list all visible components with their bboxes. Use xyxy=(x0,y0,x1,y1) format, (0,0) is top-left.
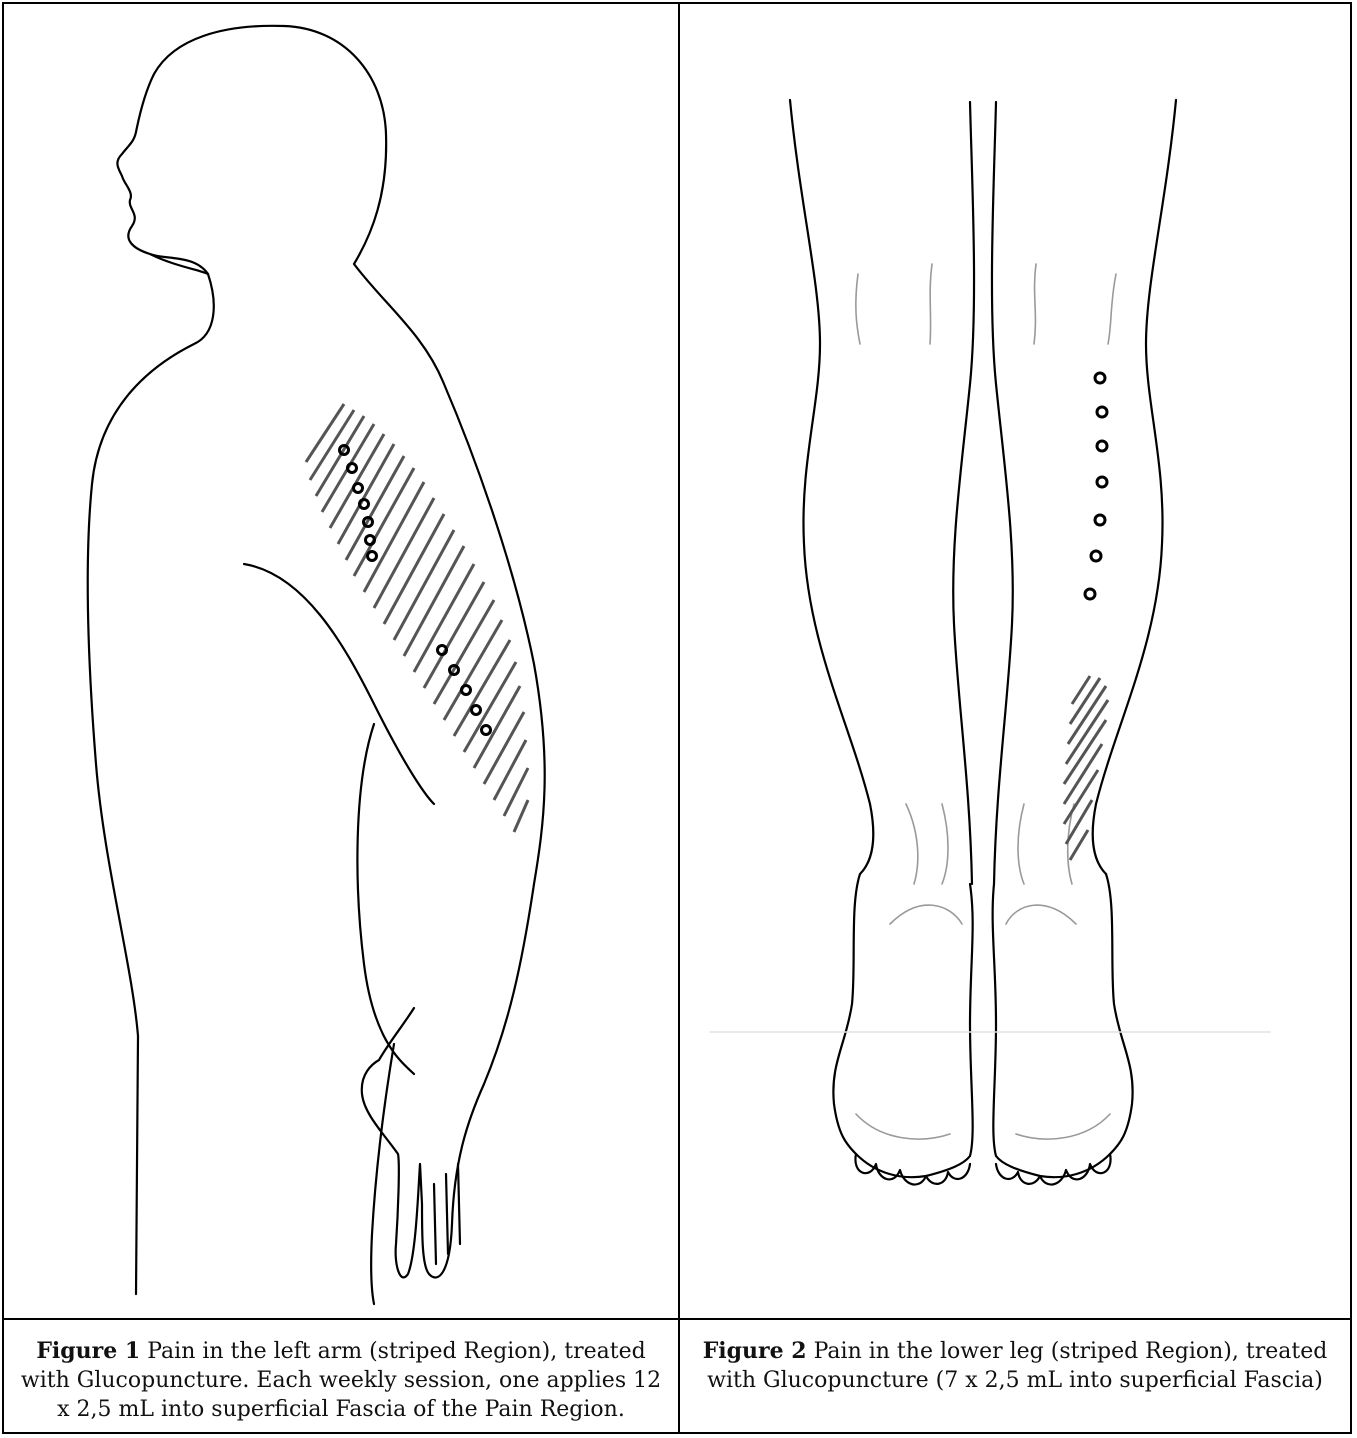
figure-1-caption: Figure 1 Pain in the left arm (striped R… xyxy=(4,1320,678,1424)
injection-point xyxy=(354,484,363,493)
injection-point xyxy=(1095,515,1105,525)
right-leg-inner xyxy=(992,102,1133,1177)
hip-outline xyxy=(371,1044,394,1304)
injection-point xyxy=(1091,551,1101,561)
injection-point xyxy=(482,726,491,735)
injection-points-figure-1 xyxy=(340,446,491,735)
injection-point xyxy=(368,552,377,561)
figure-2-label: Figure 2 xyxy=(703,1338,807,1364)
injection-point xyxy=(462,686,471,695)
injection-point xyxy=(472,706,481,715)
injection-point xyxy=(1095,373,1105,383)
left-leg-outer xyxy=(790,100,973,1177)
figure-1-label: Figure 1 xyxy=(36,1338,140,1364)
neck-line xyxy=(150,254,208,274)
figure-2-illustration xyxy=(680,4,1350,1318)
injection-point xyxy=(1097,407,1107,417)
figure-2-caption: Figure 2 Pain in the lower leg (striped … xyxy=(680,1320,1350,1395)
figure-2-panel xyxy=(680,4,1350,1320)
figure-1-panel xyxy=(4,4,680,1320)
figure-1-illustration xyxy=(4,4,678,1318)
figure-2-caption-cell: Figure 2 Pain in the lower leg (striped … xyxy=(680,1320,1350,1432)
injection-point xyxy=(438,646,447,655)
injection-point xyxy=(366,536,375,545)
injection-point xyxy=(348,464,357,473)
left-leg-inner xyxy=(953,102,974,884)
injection-points-figure-2 xyxy=(1085,373,1107,599)
left-foot-toes xyxy=(855,1154,970,1185)
pain-region-hatch xyxy=(306,404,528,832)
right-foot-toes xyxy=(996,1154,1111,1185)
anatomy-soft-lines xyxy=(710,264,1270,1139)
pain-region-hatch xyxy=(1064,676,1108,860)
injection-point xyxy=(1097,441,1107,451)
injection-point xyxy=(1085,589,1095,599)
body-outline xyxy=(88,26,545,1294)
injection-point xyxy=(360,500,369,509)
figure-1-caption-cell: Figure 1 Pain in the left arm (striped R… xyxy=(4,1320,680,1432)
injection-point xyxy=(1097,477,1107,487)
inner-arm-outline xyxy=(244,564,434,804)
